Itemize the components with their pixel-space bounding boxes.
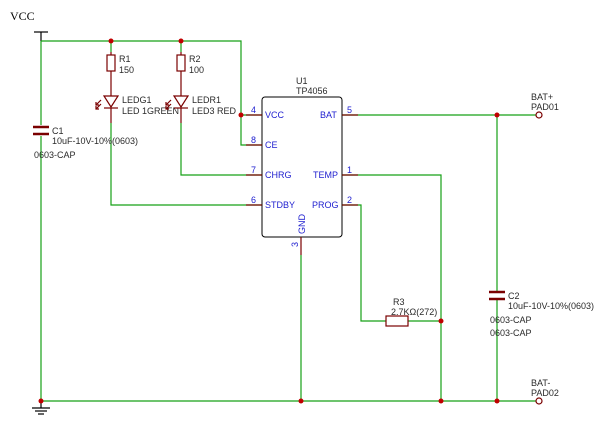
pin-6-number: 6	[251, 195, 256, 205]
c1-package: 0603-CAP	[34, 150, 76, 160]
ledr1-name: LEDR1	[192, 95, 221, 105]
capacitor-c2[interactable]	[489, 290, 505, 301]
ledr1-value: LED3 RED	[192, 106, 237, 116]
c1-value: 10uF-10V-10%(0603)	[52, 136, 138, 146]
pin-vcc-label: VCC	[265, 110, 285, 120]
u1-part: TP4056	[296, 86, 328, 96]
c2-package-1: 0603-CAP	[490, 315, 532, 325]
pin-5-number: 5	[347, 105, 352, 115]
pin-chrg-label: CHRG	[265, 170, 292, 180]
vcc-label: VCC	[10, 9, 35, 23]
pin-7-number: 7	[251, 165, 256, 175]
wire-prog	[342, 204, 386, 322]
r2-value: 100	[189, 65, 204, 75]
pin-ce-label: CE	[265, 140, 278, 150]
wire-temp	[342, 174, 442, 401]
pad02-label: PAD02	[531, 388, 559, 398]
c2-package-2: 0603-CAP	[490, 328, 532, 338]
pad01-icon[interactable]	[535, 111, 543, 119]
r3-value: 2.7KΩ(272)	[391, 307, 437, 317]
pin-gnd-label: GND	[297, 214, 307, 235]
r3-name: R3	[393, 297, 405, 307]
c1-name: C1	[52, 126, 64, 136]
r2-name: R2	[189, 54, 201, 64]
resistor-r1[interactable]	[106, 52, 116, 90]
led-green-icon[interactable]	[95, 90, 120, 123]
capacitor-c1[interactable]	[33, 125, 49, 136]
ic-tp4056[interactable]	[246, 96, 358, 255]
pin-bat-label: BAT	[320, 110, 337, 120]
pin-prog-label: PROG	[312, 200, 339, 210]
ledg1-value: LED 1GREEN	[122, 106, 179, 116]
pin-3-number: 3	[290, 242, 300, 247]
wire-chrg	[180, 123, 262, 176]
wire-vcc-rail	[41, 40, 262, 146]
bat-minus-label: BAT-	[531, 378, 550, 388]
wire-stdby	[110, 123, 262, 206]
led-red-icon[interactable]	[165, 90, 190, 123]
vcc-symbol	[34, 31, 48, 41]
r1-name: R1	[119, 54, 131, 64]
u1-ref: U1	[296, 76, 308, 86]
pin-2-number: 2	[347, 195, 352, 205]
pin-8-number: 8	[251, 135, 256, 145]
pin-stdby-label: STDBY	[265, 200, 295, 210]
junction-dots	[38, 38, 500, 404]
bat-plus-label: BAT+	[531, 92, 553, 102]
ledg1-name: LEDG1	[122, 95, 152, 105]
resistor-r3[interactable]	[385, 315, 409, 327]
pin-1-number: 1	[347, 165, 352, 175]
pin-4-number: 4	[251, 105, 256, 115]
pad02-icon[interactable]	[535, 397, 543, 405]
pad01-label: PAD01	[531, 102, 559, 112]
c2-value: 10uF-10V-10%(0603)	[508, 301, 594, 311]
resistor-r2[interactable]	[176, 52, 186, 90]
pin-temp-label: TEMP	[313, 170, 338, 180]
c2-name: C2	[508, 291, 520, 301]
r1-value: 150	[119, 65, 134, 75]
